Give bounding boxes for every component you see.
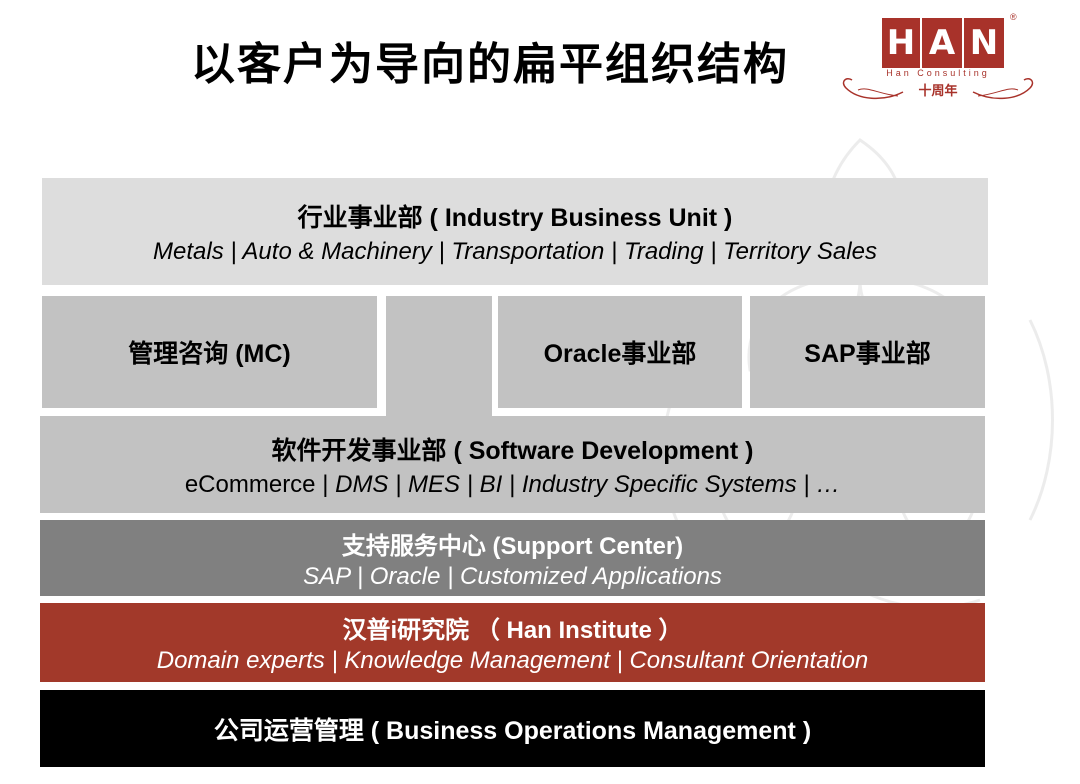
han-consulting-logo: H A N ® Han Consulting 十周年 [838, 12, 1038, 112]
support-center-block: 支持服务中心 (Support Center) SAP | Oracle | C… [40, 520, 985, 596]
logo-letter-n: N [969, 23, 999, 63]
logo-letter-h: H [882, 18, 920, 68]
logo-anniversary-text: 十周年 [918, 83, 958, 98]
han-institute-items: Domain experts | Knowledge Management | … [156, 647, 869, 674]
business-operations-block: 公司运营管理 ( Business Operations Management … [40, 690, 985, 767]
software-development-block: 软件开发事业部 ( Software Development ) eCommer… [40, 416, 985, 513]
han-institute-block: 汉普i研究院 （ Han Institute ） Domain experts … [40, 603, 985, 682]
logo-letter-a: A [928, 23, 956, 63]
right-swirl-ornament-icon [972, 77, 1034, 100]
software-dev-items-plain: eCommerce | [184, 470, 336, 498]
logo-subtitle: Han Consulting [886, 68, 990, 78]
industry-bu-items: Metals | Auto & Machinery | Transportati… [153, 237, 877, 265]
connector-block [386, 296, 492, 418]
software-dev-items-italic: DMS | MES | BI | Industry Specific Syste… [335, 470, 841, 498]
software-dev-items: eCommerce | DMS | MES | BI | Industry Sp… [185, 471, 840, 499]
sap-bu-heading: SAP事业部 [804, 340, 931, 368]
industry-bu-heading: 行业事业部 ( Industry Business Unit ) [297, 203, 733, 232]
oracle-bu-heading: Oracle事业部 [543, 340, 697, 368]
logo-divider [962, 18, 964, 68]
software-dev-heading: 软件开发事业部 ( Software Development ) [271, 436, 754, 465]
industry-business-unit-block: 行业事业部 ( Industry Business Unit ) Metals … [42, 178, 988, 285]
han-institute-heading: 汉普i研究院 （ Han Institute ） [342, 617, 683, 644]
logo-letter-an: A N [922, 18, 1004, 68]
management-consulting-block: 管理咨询 (MC) [42, 296, 377, 408]
mc-heading: 管理咨询 (MC) [128, 340, 291, 368]
left-swirl-ornament-icon [842, 77, 904, 100]
slide-title: 以客户为导向的扁平组织结构 [191, 40, 789, 89]
registered-mark: ® [1010, 12, 1017, 22]
business-ops-heading: 公司运营管理 ( Business Operations Management … [213, 716, 812, 745]
support-center-items: SAP | Oracle | Customized Applications [303, 562, 722, 590]
sap-bu-block: SAP事业部 [750, 296, 985, 408]
support-center-heading: 支持服务中心 (Support Center) [341, 532, 684, 560]
oracle-bu-block: Oracle事业部 [498, 296, 742, 408]
